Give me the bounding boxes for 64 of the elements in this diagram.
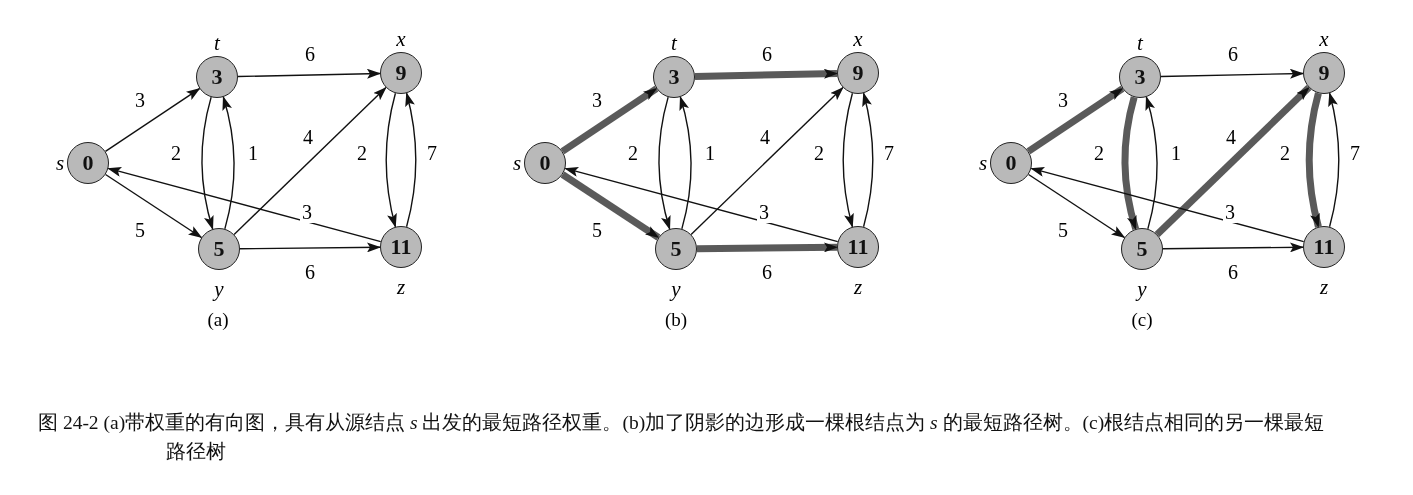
vertex-circle: 9 xyxy=(837,52,879,94)
panel-label: (c) xyxy=(1131,310,1153,329)
vertex-circle: 5 xyxy=(655,228,697,270)
arrow xyxy=(237,68,381,79)
arrow xyxy=(239,242,381,253)
vertex-circle: 11 xyxy=(837,226,879,268)
arrow xyxy=(658,96,671,230)
vertex-circle: 0 xyxy=(67,142,109,184)
vertex-name: x xyxy=(1319,28,1329,50)
arrow xyxy=(1154,85,1312,237)
arrow xyxy=(104,87,201,153)
arrow xyxy=(1026,85,1125,155)
arrow xyxy=(1027,173,1126,239)
arrow xyxy=(233,86,387,236)
figure-caption: 图 24-2 (a)带权重的有向图，具有从源结点 s 出发的最短路径权重。(b)加了阴影的边形成一棵根结点为 s 的最短路径树。(c)根结点相同的另一棵最短路径树 xyxy=(38,411,1326,465)
vertex-circle: 11 xyxy=(1303,226,1345,268)
vertex-circle: 5 xyxy=(198,228,240,270)
vertex-name: t xyxy=(214,32,220,54)
vertex-name: t xyxy=(671,32,677,54)
arrow xyxy=(861,92,874,228)
panel-label: (b) xyxy=(664,310,688,329)
vertex-name: z xyxy=(853,276,863,298)
arrow xyxy=(1030,167,1305,243)
vertex-name: x xyxy=(853,28,863,50)
arrow xyxy=(694,68,838,81)
arrow xyxy=(385,92,398,228)
vertex-name: s xyxy=(55,152,65,174)
vertex-name: y xyxy=(671,278,681,300)
arrow xyxy=(696,242,838,253)
arrow xyxy=(404,92,417,228)
arrow xyxy=(1305,92,1322,228)
arrow xyxy=(679,96,692,230)
vertex-name: s xyxy=(978,152,988,174)
vertex-name: z xyxy=(1319,276,1329,298)
vertex-name: y xyxy=(214,278,224,300)
arrow xyxy=(560,85,659,155)
vertex-circle: 3 xyxy=(1119,56,1161,98)
arrow xyxy=(1121,96,1140,230)
arrow xyxy=(1327,92,1340,228)
vertex-name: z xyxy=(396,276,406,298)
arrow xyxy=(201,96,214,230)
vertex-circle: 9 xyxy=(1303,52,1345,94)
vertex-name: y xyxy=(1137,278,1147,300)
arrow xyxy=(107,167,382,243)
vertex-circle: 9 xyxy=(380,52,422,94)
arrow xyxy=(842,92,855,228)
vertex-circle: 0 xyxy=(524,142,566,184)
vertex-name: x xyxy=(396,28,406,50)
vertex-circle: 3 xyxy=(653,56,695,98)
arrow xyxy=(1160,68,1304,79)
vertex-circle: 5 xyxy=(1121,228,1163,270)
panel-label: (a) xyxy=(207,310,229,329)
vertex-circle: 3 xyxy=(196,56,238,98)
vertex-name: s xyxy=(512,152,522,174)
vertex-circle: 11 xyxy=(380,226,422,268)
arrow xyxy=(1162,242,1304,253)
arrow xyxy=(690,86,844,236)
arrow xyxy=(560,171,661,241)
arrow xyxy=(222,96,235,230)
arrow xyxy=(104,173,203,239)
arrow xyxy=(564,167,839,243)
arrow xyxy=(1145,96,1158,230)
vertex-circle: 0 xyxy=(990,142,1032,184)
vertex-name: t xyxy=(1137,32,1143,54)
